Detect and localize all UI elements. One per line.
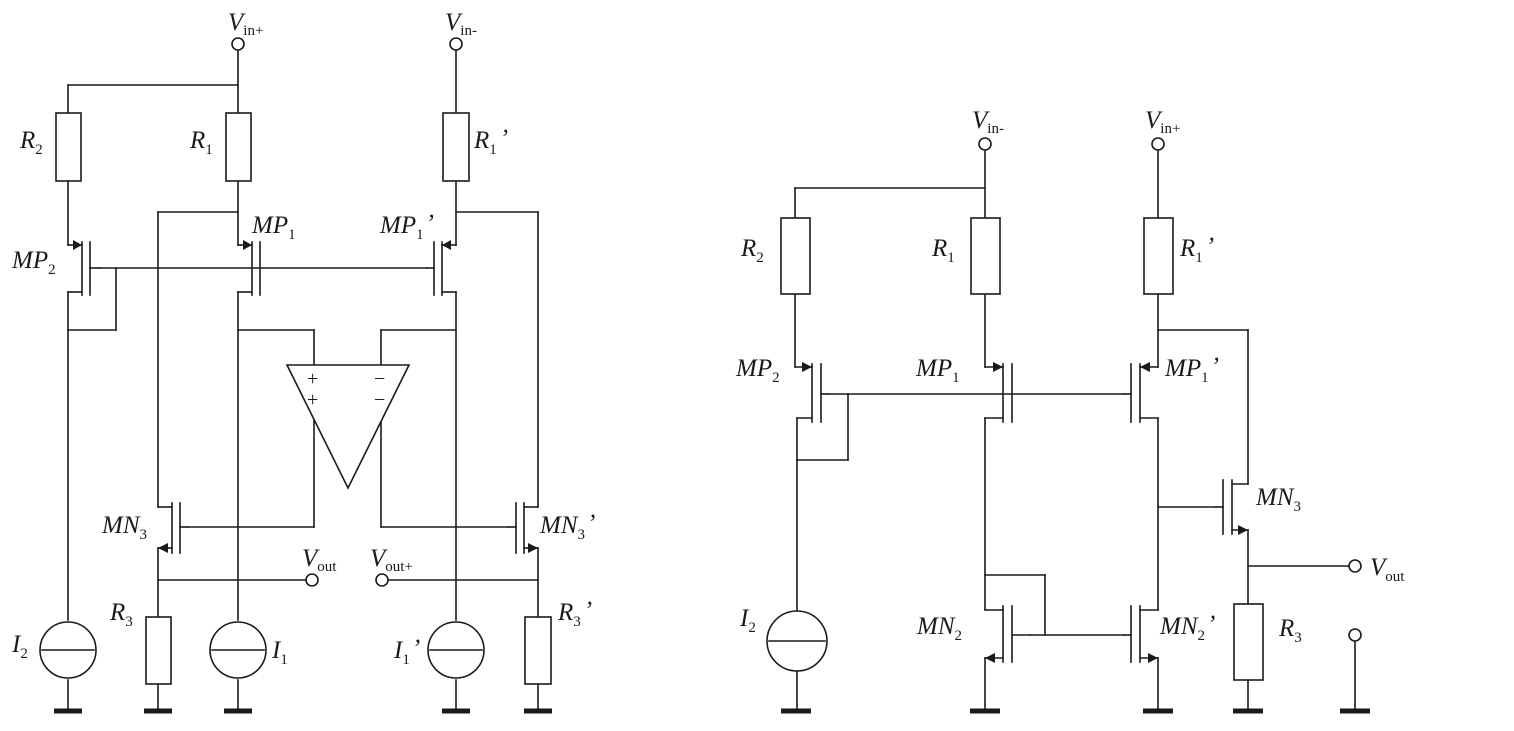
transistor-mn3-left (158, 502, 189, 554)
labels-right: Vin- Vin+ R2 R1 R1’ MP2 MP1 MP1’ MN3 MN2… (735, 107, 1405, 646)
label-r1p-left: R1’ (473, 125, 508, 158)
transistor-mp1p-right (1123, 362, 1150, 423)
label-i2-right: I2 (739, 605, 756, 636)
label-mn3p-left: MN3’ (539, 510, 595, 543)
current-source-i1-left (209, 621, 267, 679)
label-r3-right: R3 (1278, 615, 1302, 646)
right-circuit: Vin- Vin+ R2 R1 R1’ MP2 MP1 MP1’ MN3 MN2… (735, 107, 1405, 714)
resistor-r3p-left (524, 616, 552, 685)
label-vin-plus-left: Vin+ (228, 9, 263, 39)
current-source-i2-left (39, 621, 97, 679)
resistor-r1p-right (1143, 217, 1174, 295)
transistor-mp2-right (802, 362, 829, 423)
label-mp1p-left: MP1’ (379, 210, 434, 243)
terminals-left (231, 37, 463, 587)
label-vout-plus-left: Vout+ (370, 545, 413, 575)
label-vout-left: Vout (302, 545, 337, 575)
opamp-plus-top: + (307, 368, 318, 390)
labels-left: Vin+ Vin- R2 R1 R1’ MP2 MP1 MP1’ MN3 MN3… (11, 9, 595, 668)
terminal-vin-plus-left (231, 37, 245, 51)
resistor-r2-left (55, 112, 82, 182)
label-mp1-left: MP1 (251, 212, 296, 243)
label-r1p-right: R1’ (1179, 233, 1214, 266)
label-r1-left: R1 (189, 127, 213, 158)
label-i2-left: I2 (11, 631, 28, 662)
label-mn3-right: MN3 (1255, 484, 1301, 515)
opamp-minus-top: − (374, 368, 385, 390)
resistor-r3-right (1233, 603, 1264, 681)
transistor-mp1-left (243, 240, 261, 296)
terminal-extra-right (1348, 628, 1362, 642)
label-mn3-left: MN3 (101, 512, 147, 543)
label-vin-minus-left: Vin- (445, 9, 477, 39)
label-mp2-left: MP2 (11, 247, 56, 278)
label-mn2-right: MN2 (916, 613, 962, 644)
label-vin-minus-right: Vin- (972, 107, 1004, 137)
label-r2-right: R2 (740, 235, 764, 266)
terminal-vin-plus-right (1151, 137, 1165, 151)
label-mn2p-right: MN2’ (1159, 611, 1215, 644)
label-mp1-right: MP1 (915, 355, 960, 386)
resistor-r3-left (145, 616, 172, 685)
label-r2-left: R2 (19, 127, 43, 158)
label-r3-left: R3 (109, 599, 133, 630)
label-r1-right: R1 (931, 235, 955, 266)
label-mp1p-right: MP1’ (1164, 353, 1219, 386)
left-wires (67, 49, 539, 709)
terminal-vin-minus-left (449, 37, 463, 51)
label-vout-right: Vout (1370, 554, 1405, 585)
label-i1-left: I1 (271, 637, 288, 668)
current-source-i1p-left (427, 621, 485, 679)
transistor-mp1-right (993, 362, 1013, 423)
transistor-mn2-right (985, 605, 1031, 663)
transistor-mp2-left (73, 240, 101, 296)
terminal-vout-left (305, 573, 319, 587)
transistor-mp1p-left (426, 240, 451, 296)
opamp-plus-bottom: + (307, 389, 318, 411)
current-source-i2-right (766, 610, 828, 672)
terminal-vout-plus-left (375, 573, 389, 587)
label-r3p-left: R3’ (557, 597, 592, 630)
label-i1p-left: I1’ (393, 635, 420, 668)
resistor-r1-right (970, 217, 1001, 295)
terminal-vout-right (1348, 559, 1362, 573)
right-wires (794, 149, 1356, 709)
resistor-r1-left (225, 112, 252, 182)
terminals-right (978, 137, 1362, 642)
opamp-left: + + − − (285, 364, 411, 490)
label-mp2-right: MP2 (735, 355, 780, 386)
transistor-mn2p-right (1123, 605, 1158, 663)
terminal-vin-minus-right (978, 137, 992, 151)
opamp-minus-bottom: − (374, 389, 385, 411)
resistor-r2-right (780, 217, 811, 295)
resistor-r1p-left (442, 112, 470, 182)
transistor-mn3p-left (507, 502, 538, 554)
left-circuit: + + − − (11, 9, 595, 714)
label-vin-plus-right: Vin+ (1145, 107, 1180, 137)
transistor-mn3-right (1215, 479, 1248, 535)
